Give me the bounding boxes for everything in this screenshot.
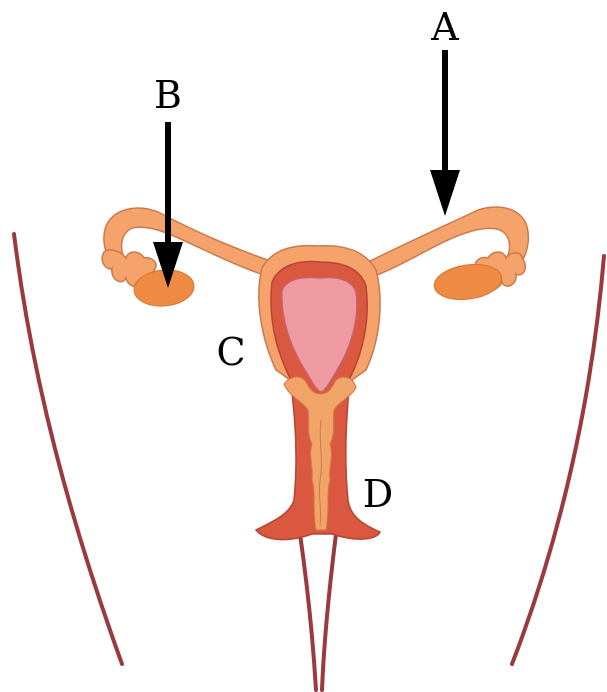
right-body-outline — [512, 256, 604, 664]
left-body-outline — [14, 234, 122, 664]
label-b: B — [154, 73, 182, 117]
inner-right-leg-line — [322, 534, 336, 690]
inner-left-leg-line — [300, 534, 316, 690]
label-d: D — [363, 472, 393, 516]
label-a: A — [430, 5, 459, 49]
arrow-a-head — [430, 170, 460, 216]
label-c: C — [216, 330, 245, 374]
